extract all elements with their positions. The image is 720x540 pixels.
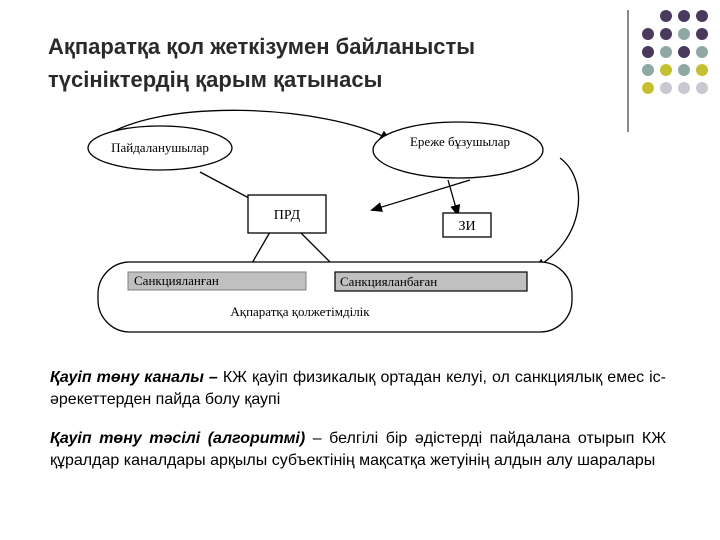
decor-dot bbox=[642, 82, 654, 94]
connector-users-violators bbox=[95, 109, 392, 144]
definition-threat-method-body: – белгілі бір әдістерді пайдалана отырып… bbox=[50, 430, 667, 469]
users-ellipse bbox=[87, 125, 233, 171]
decor-dot bbox=[660, 46, 672, 58]
decor-dot bbox=[678, 10, 690, 22]
decor-dot bbox=[678, 28, 690, 40]
connector-violators-access bbox=[533, 157, 580, 269]
decor-dot bbox=[660, 10, 672, 22]
decor-dot bbox=[696, 64, 708, 76]
unsanctioned-label: Санкцияланбаған bbox=[340, 274, 437, 289]
users-label: Пайдаланушылар bbox=[111, 140, 209, 155]
decor-dot bbox=[696, 28, 708, 40]
title-line-2: түсініктердің қарым қатынасы bbox=[48, 67, 383, 92]
decor-dot bbox=[678, 82, 690, 94]
violators-label: Ереже бұзушылар bbox=[410, 134, 510, 149]
access-label: Ақпаратқа қолжетімділік bbox=[230, 304, 370, 319]
decor-divider bbox=[627, 10, 629, 132]
decor-dot bbox=[642, 46, 654, 58]
title-line-1: Ақпаратқа қол жеткізумен байланысты bbox=[48, 34, 476, 59]
decor-dot-grid bbox=[640, 10, 716, 106]
decor-dot bbox=[642, 64, 654, 76]
connector-zi-prd bbox=[370, 179, 471, 212]
sanctioned-bar bbox=[127, 271, 307, 291]
unsanctioned-bar bbox=[334, 271, 528, 292]
decor-dot bbox=[642, 28, 654, 40]
sanctioned-label: Санкцияланған bbox=[134, 273, 219, 288]
zi-label: ЗИ bbox=[458, 219, 475, 234]
zi-box bbox=[442, 212, 492, 238]
decor-dot bbox=[660, 64, 672, 76]
violators-ellipse bbox=[372, 121, 544, 179]
decor-dot bbox=[696, 10, 708, 22]
concept-diagram: Пайдаланушылар Ереже бұзушылар ПРД ЗИ Са… bbox=[87, 109, 580, 333]
definition-threat-method: Қауіп төну тәсілі (алгоритмі) – белгілі … bbox=[50, 428, 666, 472]
definition-threat-channel-body: КЖ қауіп физикалық ортадан келуі, ол сан… bbox=[50, 369, 667, 408]
slide-title: Ақпаратқа қол жеткізумен байланысты түсі… bbox=[48, 30, 608, 96]
decor-dot bbox=[660, 82, 672, 94]
decor-dot bbox=[678, 46, 690, 58]
decor-dot bbox=[696, 46, 708, 58]
decor-dot bbox=[696, 82, 708, 94]
decor-dot bbox=[660, 28, 672, 40]
prd-label: ПРД bbox=[274, 208, 301, 223]
term-threat-method: Қауіп төну тәсілі (алгоритмі) bbox=[50, 430, 306, 447]
decor-dot bbox=[678, 64, 690, 76]
definition-threat-channel: Қауіп төну каналы – КЖ қауіп физикалық о… bbox=[50, 367, 666, 411]
prd-box bbox=[247, 194, 327, 234]
term-threat-channel: Қауіп төну каналы – bbox=[50, 369, 218, 386]
